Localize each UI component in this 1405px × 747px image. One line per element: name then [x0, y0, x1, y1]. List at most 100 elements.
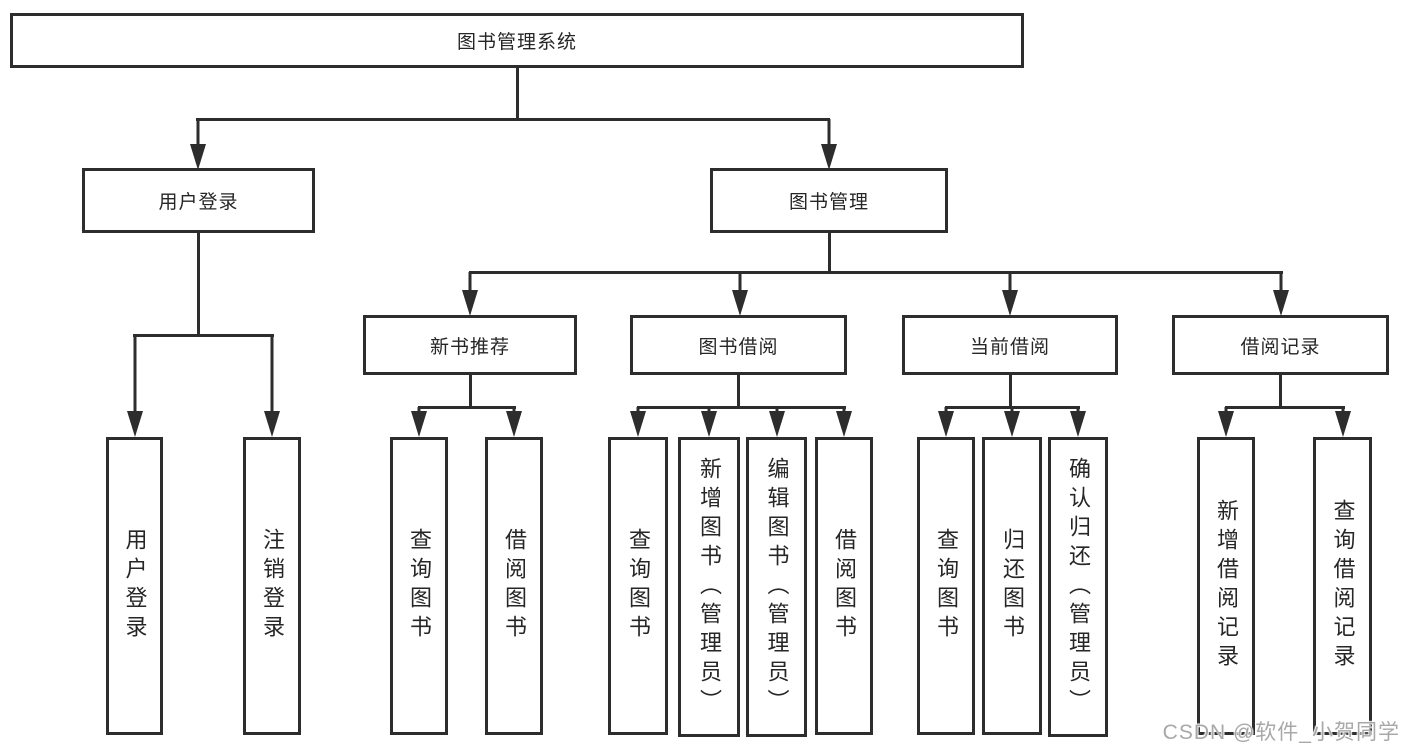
node-borrowing-records: 借阅记录 — [1172, 315, 1389, 375]
arrow-head-icon — [701, 411, 717, 437]
connector-arrow-down — [1334, 407, 1352, 437]
arrow-stem — [1279, 272, 1282, 296]
node-query-books-1: 查询图书 — [390, 437, 448, 735]
arrow-head-icon — [411, 411, 427, 437]
node-label: 查询图书 — [626, 528, 651, 644]
connector-line-vertical — [197, 233, 200, 337]
node-label: 查询借阅记录 — [1330, 499, 1356, 673]
connector-line-vertical — [1008, 375, 1012, 408]
arrow-head-icon — [1272, 290, 1289, 316]
node-label: 借阅图书 — [832, 528, 857, 644]
arrow-stem — [468, 272, 472, 296]
node-query-books-2: 查询图书 — [608, 437, 668, 735]
arrow-stem — [196, 119, 199, 150]
node-add-books-admin: 新增图书（管理员） — [678, 437, 740, 737]
connector-line-vertical — [468, 375, 472, 408]
node-label: 注销登录 — [260, 528, 285, 644]
node-logout: 注销登录 — [243, 437, 301, 735]
arrow-head-icon — [1334, 411, 1351, 437]
node-label: 图书管理系统 — [456, 32, 577, 53]
arrow-head-icon — [1070, 411, 1086, 437]
connector-arrow-down — [937, 407, 955, 437]
connector-arrow-down — [1272, 272, 1290, 316]
connector-line-horizontal — [636, 406, 846, 409]
arrow-head-icon — [1004, 411, 1020, 437]
connector-arrow-down — [505, 407, 523, 437]
connector-arrow-down — [629, 407, 647, 437]
connector-line-horizontal — [1224, 406, 1345, 409]
arrow-head-icon — [938, 411, 954, 437]
connector-line-vertical — [1279, 375, 1282, 408]
arrow-head-icon — [820, 144, 837, 170]
arrow-stem — [738, 272, 742, 296]
node-label: 查询图书 — [407, 528, 432, 644]
arrow-head-icon — [1002, 290, 1018, 316]
connector-arrow-down — [1069, 407, 1087, 437]
node-label: 归还图书 — [1000, 528, 1025, 644]
connector-arrow-down — [835, 407, 853, 437]
node-query-borrow-record: 查询借阅记录 — [1313, 437, 1372, 735]
watermark: CSDN @软件_小贺同学 — [1162, 721, 1400, 744]
node-label: 用户登录 — [158, 192, 239, 213]
arrow-head-icon — [264, 411, 280, 437]
connector-arrow-down — [263, 335, 281, 437]
node-library-management-system: 图书管理系统 — [10, 13, 1024, 68]
node-user-login-branch: 用户登录 — [82, 168, 315, 233]
arrow-head-icon — [768, 411, 785, 437]
connector-line-horizontal — [196, 118, 830, 121]
node-current-borrowing: 当前借阅 — [902, 315, 1118, 375]
connector-line-horizontal — [417, 406, 516, 409]
node-label: 编辑图书（管理员） — [764, 456, 790, 718]
connector-arrow-down — [461, 272, 479, 316]
node-book-management: 图书管理 — [710, 168, 948, 233]
arrow-stem — [1008, 272, 1012, 296]
node-confirm-return-admin: 确认归还（管理员） — [1048, 437, 1108, 737]
connector-arrow-down — [126, 335, 144, 437]
node-label: 图书管理 — [788, 192, 869, 213]
node-edit-books-admin: 编辑图书（管理员） — [746, 437, 807, 737]
arrow-head-icon — [630, 411, 646, 437]
arrow-head-icon — [1218, 411, 1234, 437]
connector-arrow-down — [189, 119, 207, 170]
node-user-login-leaf: 用户登录 — [106, 437, 163, 735]
connector-arrow-down — [768, 407, 786, 437]
node-label: 新书推荐 — [429, 336, 510, 358]
connector-arrow-down — [731, 272, 749, 316]
connector-arrow-down — [820, 119, 838, 170]
node-borrow-books-2: 借阅图书 — [815, 437, 873, 735]
connector-arrow-down — [700, 407, 718, 437]
node-label: 图书借阅 — [698, 336, 779, 358]
connector-line-horizontal — [468, 271, 1283, 274]
node-label: 借阅记录 — [1240, 336, 1321, 358]
arrow-head-icon — [462, 290, 478, 316]
node-label: 新增图书（管理员） — [697, 456, 722, 718]
node-label: 借阅图书 — [502, 528, 527, 644]
connector-line-vertical — [827, 233, 831, 274]
node-label: 用户登录 — [122, 528, 148, 644]
connector-line-vertical — [737, 375, 740, 408]
arrow-head-icon — [732, 290, 748, 316]
node-label: 确认归还（管理员） — [1066, 456, 1091, 718]
node-label: 新增借阅记录 — [1214, 499, 1239, 673]
arrow-head-icon — [126, 411, 143, 437]
node-query-books-3: 查询图书 — [917, 437, 975, 735]
node-add-borrow-record: 新增借阅记录 — [1197, 437, 1255, 735]
arrow-stem — [270, 335, 274, 417]
node-return-books: 归还图书 — [982, 437, 1042, 735]
node-label: 查询图书 — [934, 528, 959, 644]
arrow-stem — [827, 119, 830, 150]
arrow-head-icon — [506, 411, 522, 437]
connector-arrow-down — [1001, 272, 1019, 316]
node-new-book-recommendation: 新书推荐 — [363, 315, 577, 375]
connector-line-horizontal — [133, 334, 274, 337]
arrow-head-icon — [189, 144, 206, 170]
connector-arrow-down — [1217, 407, 1235, 437]
connector-line-vertical — [515, 68, 519, 121]
node-label: 当前借阅 — [969, 336, 1050, 358]
node-book-borrowing: 图书借阅 — [630, 315, 847, 375]
connector-arrow-down — [1003, 407, 1021, 437]
node-borrow-books-1: 借阅图书 — [485, 437, 543, 735]
arrow-stem — [133, 335, 136, 417]
arrow-head-icon — [836, 411, 852, 437]
